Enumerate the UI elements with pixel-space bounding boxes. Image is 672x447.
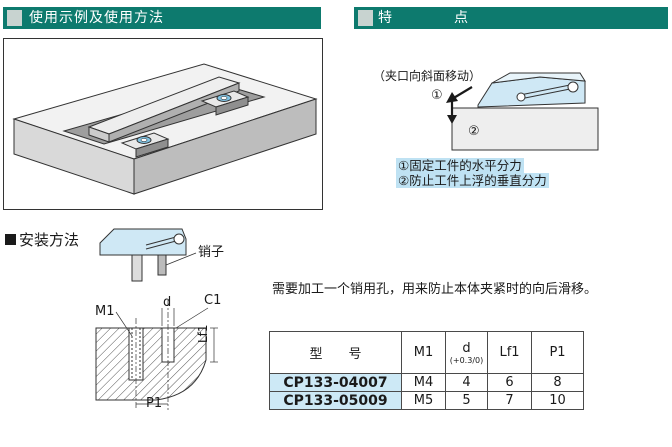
cell-m1: M4	[401, 373, 446, 392]
features-header: 特 点	[354, 7, 668, 29]
cell-p1: 10	[531, 391, 584, 410]
install-title: 安装方法	[5, 229, 79, 250]
arrow-horizontal-icon	[446, 92, 458, 103]
clamp-direction-label: （夹口向斜面移动）	[373, 69, 482, 83]
dim-p1-label: P1	[146, 396, 163, 411]
hole-section-illustration	[95, 300, 218, 410]
arrow-vertical-icon	[447, 115, 457, 124]
col-model: 型 号	[269, 331, 402, 374]
arrow-2-label: ②	[468, 124, 480, 139]
col-d-label: d	[462, 340, 471, 356]
cell-model: CP133-04007	[269, 373, 402, 392]
install-note: 需要加工一个销用孔，用来防止本体夹紧时的向后滑移。	[272, 282, 598, 297]
square-bullet-icon	[5, 234, 16, 245]
col-m1: M1	[401, 331, 446, 374]
col-d: d(+0.3/0)	[445, 331, 488, 374]
cell-d: 5	[445, 391, 488, 410]
dim-d-label: d	[163, 295, 172, 310]
cell-lf1: 7	[487, 391, 532, 410]
pin-label: 销子	[198, 245, 225, 260]
feature-horizontal-force: ①固定工件的水平分力	[396, 158, 524, 173]
header-marker	[7, 10, 22, 26]
cell-d: 4	[445, 373, 488, 392]
install-title-text: 安装方法	[19, 231, 80, 249]
usage-header: 使用示例及使用方法	[3, 7, 321, 29]
arrow-1-label: ①	[431, 88, 443, 103]
spec-table-header: 型 号 M1 d(+0.3/0) Lf1 P1	[269, 331, 584, 374]
cell-m1: M5	[401, 391, 446, 410]
feature-vertical-force: ②防止工件上浮的垂直分力	[396, 173, 549, 188]
table-row: CP133-05009 M5 5 7 10	[269, 391, 584, 410]
dim-c1-label: C1	[204, 293, 222, 308]
usage-illustration-frame	[3, 38, 323, 210]
usage-header-title: 使用示例及使用方法	[29, 10, 164, 26]
col-d-tolerance: (+0.3/0)	[449, 355, 484, 365]
dim-m1-label: M1	[95, 304, 115, 319]
clamp-pin-illustration	[99, 228, 197, 282]
features-illustration	[446, 72, 599, 151]
spec-table: 型 号 M1 d(+0.3/0) Lf1 P1 CP133-04007 M4 4…	[269, 331, 584, 410]
cell-lf1: 6	[487, 373, 532, 392]
usage-illustration	[12, 63, 318, 195]
col-lf1: Lf1	[487, 331, 532, 374]
col-p1: P1	[531, 331, 584, 374]
features-header-title: 特 点	[378, 10, 492, 26]
dim-lf1-label: Lf1	[196, 324, 210, 343]
cell-p1: 8	[531, 373, 584, 392]
table-row: CP133-04007 M4 4 6 8	[269, 373, 584, 392]
cell-model: CP133-05009	[269, 391, 402, 410]
header-marker	[358, 10, 373, 26]
